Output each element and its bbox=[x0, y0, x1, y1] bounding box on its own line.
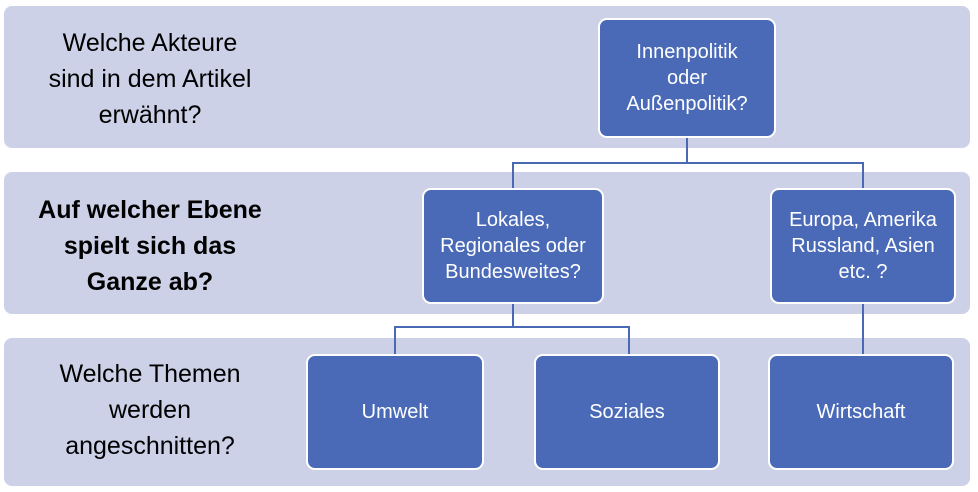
connector-topic-soziales-drop bbox=[628, 326, 630, 356]
connector-topics-bus bbox=[394, 326, 630, 328]
node-soziales[interactable]: Soziales bbox=[534, 354, 720, 470]
connector-level-national-drop bbox=[512, 162, 514, 190]
node-umwelt[interactable]: Umwelt bbox=[306, 354, 484, 470]
node-innenpolitik-aussenpolitik[interactable]: Innenpolitik oder Außenpolitik? bbox=[598, 18, 776, 138]
node-europa-amerika-russland-asien[interactable]: Europa, Amerika Russland, Asien etc. ? bbox=[770, 188, 956, 304]
question-band-actors bbox=[4, 6, 970, 148]
node-lokales-regionales-bundesweites[interactable]: Lokales, Regionales oder Bundesweites? bbox=[422, 188, 604, 304]
connector-root-stem bbox=[686, 138, 688, 164]
question-label-level: Auf welcher Ebene spielt sich das Ganze … bbox=[38, 196, 262, 296]
connector-level-international-drop bbox=[862, 162, 864, 190]
question-label-actors: Welche Akteure sind in dem Artikel erwäh… bbox=[48, 29, 252, 129]
connector-topic-umwelt-drop bbox=[394, 326, 396, 356]
question-label-topics: Welche Themen werden angeschnitten? bbox=[59, 360, 241, 460]
connector-topic-wirtschaft-drop bbox=[862, 304, 864, 356]
node-wirtschaft[interactable]: Wirtschaft bbox=[768, 354, 954, 470]
connector-level-bus bbox=[512, 162, 862, 164]
connector-national-stem bbox=[512, 304, 514, 326]
